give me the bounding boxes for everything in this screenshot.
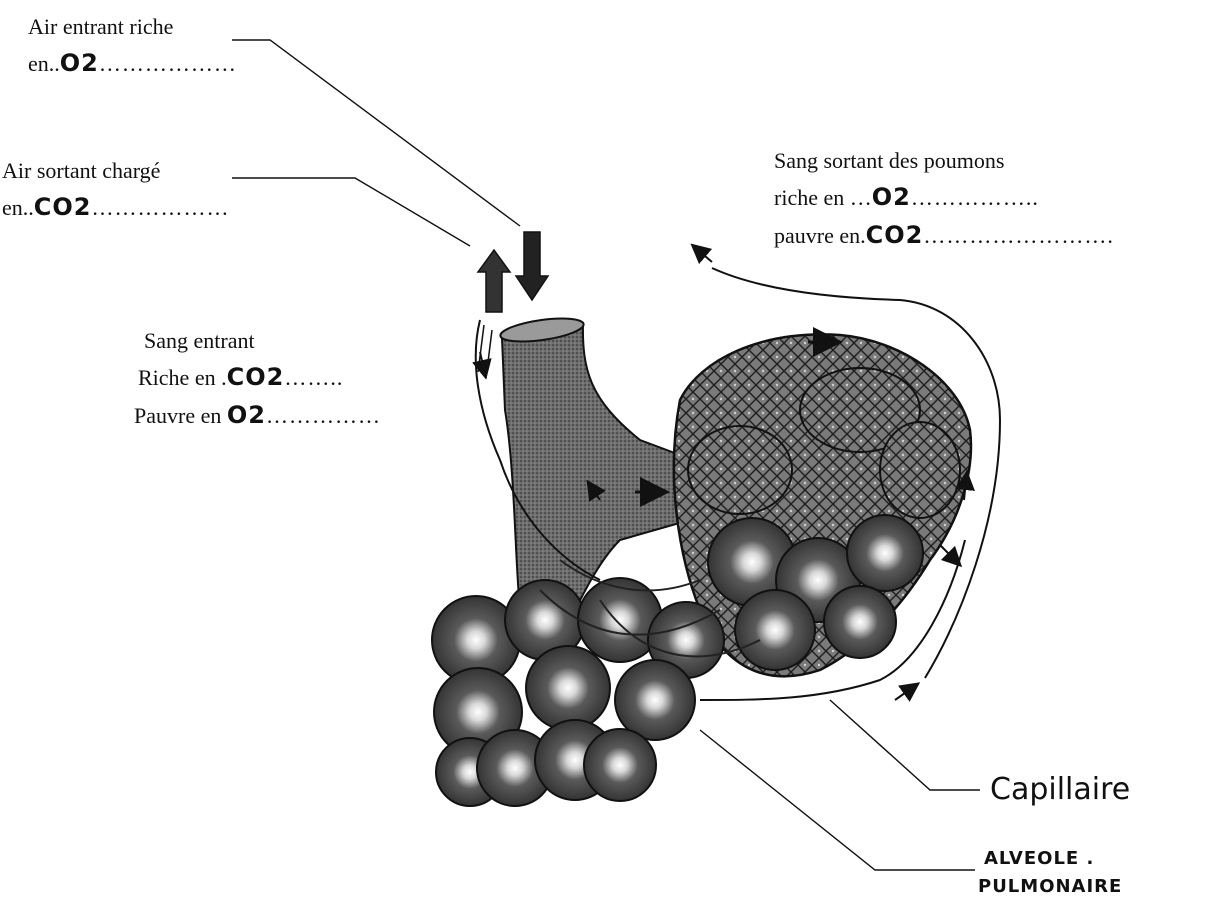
air-out-title: Air sortant chargé xyxy=(2,158,160,183)
blood-in-title: Sang entrant xyxy=(144,328,255,354)
blood-out-title: Sang sortant des poumons xyxy=(774,148,1004,174)
capillary-label: Capillaire xyxy=(990,772,1130,807)
blood-out-poor: pauvre en.CO2……………………. xyxy=(774,222,1114,249)
blood-in-rich-gas: CO2 xyxy=(227,363,285,391)
blood-out-rich-dots: …………….. xyxy=(911,185,1039,210)
air-out-line2: en..CO2……………… xyxy=(2,194,229,221)
blood-out-rich: riche en …O2…………….. xyxy=(774,184,1039,211)
blood-out-rich-gas: O2 xyxy=(872,183,911,211)
air-in-dots: ……………… xyxy=(99,51,237,76)
blood-out-rich-prefix: riche en … xyxy=(774,185,872,210)
blood-in-poor-dots: …………… xyxy=(266,403,381,428)
air-in-title: Air entrant riche xyxy=(28,14,173,39)
air-in-line2: en..O2……………… xyxy=(28,50,237,77)
blood-out-heading: Sang sortant des poumons xyxy=(774,148,1004,173)
air-in-gas: O2 xyxy=(60,49,99,77)
blood-in-rich-dots: …….. xyxy=(284,365,343,390)
alveole-label-line2: PULMONAIRE xyxy=(978,876,1122,897)
air-out-dots: ……………… xyxy=(91,195,229,220)
blood-out-poor-dots: ……………………. xyxy=(923,223,1114,248)
air-in-prefix: en.. xyxy=(28,51,60,76)
blood-in-rich: Riche en .CO2…….. xyxy=(138,364,343,391)
blood-in-rich-prefix: Riche en . xyxy=(138,365,227,390)
air-in-label: Air entrant riche xyxy=(28,14,173,40)
blood-in-heading: Sang entrant xyxy=(144,328,255,353)
blood-out-poor-gas: CO2 xyxy=(866,221,924,249)
blood-in-poor-prefix: Pauvre en xyxy=(134,403,227,428)
blood-in-poor-gas: O2 xyxy=(227,401,266,429)
air-out-prefix: en.. xyxy=(2,195,34,220)
air-flow-arrows xyxy=(478,232,548,312)
alveole-label-line1: ALVEOLE . xyxy=(984,848,1094,869)
air-out-gas: CO2 xyxy=(34,193,92,221)
blood-in-poor: Pauvre en O2…………… xyxy=(134,402,381,429)
blood-out-poor-prefix: pauvre en. xyxy=(774,223,866,248)
air-out-label: Air sortant chargé xyxy=(2,158,160,184)
